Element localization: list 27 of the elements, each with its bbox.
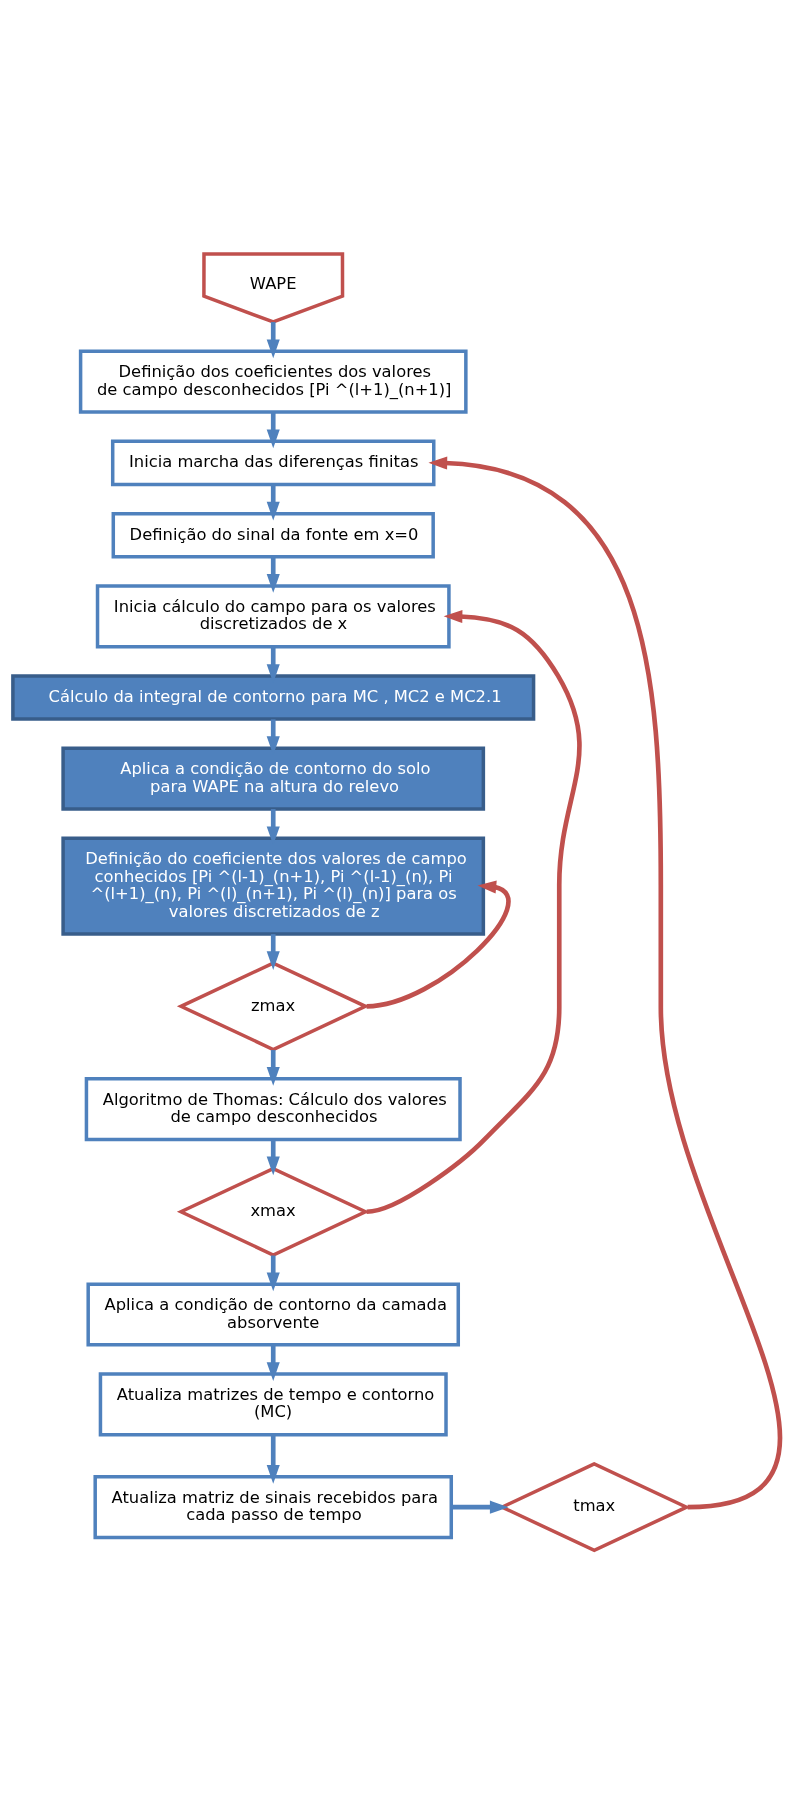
node-box: Atualiza matrizes de tempo e contorno (MC)	[98, 1371, 448, 1436]
arrow	[366, 609, 582, 1214]
arrow	[266, 1255, 280, 1291]
arrow	[266, 1344, 280, 1381]
arrow	[266, 411, 280, 448]
arrow	[266, 556, 280, 593]
node-box: Aplica a condição de contorno da camada absorvente	[86, 1281, 460, 1347]
node-box: Inicia cálculo do campo para os valores discretizados de x	[95, 583, 451, 648]
arrow	[451, 1500, 509, 1514]
arrow	[266, 933, 280, 970]
node-box: Definição do sinal da fonte em x=0	[111, 511, 435, 559]
arrow	[266, 1139, 280, 1175]
node-diamond: xmax	[176, 1166, 370, 1257]
arrow	[266, 321, 280, 358]
node-box: Cálculo da integral de contorno para MC , MC2 e MC2.1	[11, 673, 536, 721]
node-box: Algoritmo de Thomas: Cálculo dos valores de campo desconhecidos	[84, 1076, 462, 1141]
arrow	[266, 1434, 280, 1484]
arrow	[266, 1049, 280, 1086]
arrow	[266, 484, 280, 520]
node-box: Atualiza matriz de sinais recebidos para cada passo de tempo	[93, 1474, 453, 1539]
node-box: Inicia marcha das diferenças finitas	[110, 439, 436, 486]
node-box: Aplica a condição de contorno do solo para WAPE na altura do relevo	[61, 746, 486, 811]
node-box: Definição dos coeficientes dos valores de campo desconhecidos [Pi ^(l+1)_(n+1)]	[78, 349, 468, 414]
arrow	[366, 880, 511, 1009]
arrow	[428, 455, 782, 1509]
node-diamond: zmax	[176, 960, 370, 1051]
node-box: Definição do coeficiente dos valores de campo conhecidos [Pi ^(l-1)_(n+1), Pi ^(l-1)_(n), Pi ^(l+1)_(n), Pi ^(l)_(n+1), Pi ^(l)_(n)] para os valores discretizados de z	[61, 835, 486, 936]
